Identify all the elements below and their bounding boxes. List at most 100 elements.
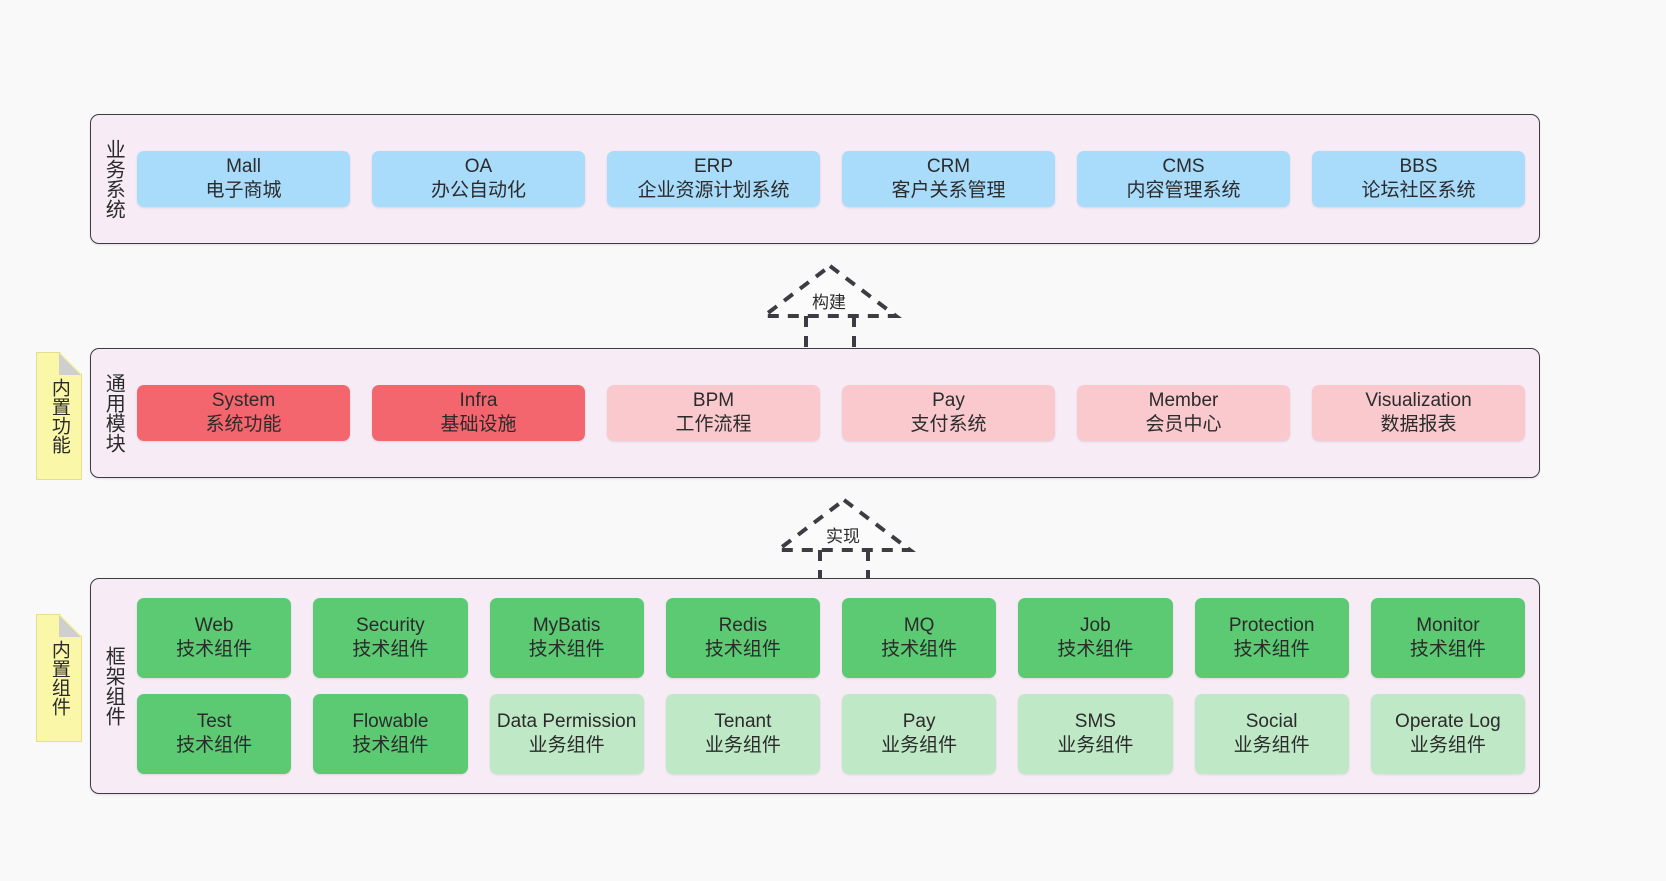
card-test[interactable]: Test 技术组件 (137, 694, 292, 774)
card-pay-business[interactable]: Pay 业务组件 (842, 694, 997, 774)
connector-implement-label: 实现 (826, 527, 860, 546)
card-protection[interactable]: Protection 技术组件 (1194, 598, 1349, 678)
card-subtitle: 客户关系管理 (891, 180, 1006, 201)
card-title: Flowable (352, 711, 429, 733)
card-title: Monitor (1416, 615, 1480, 637)
card-row: Web 技术组件 Security 技术组件 MyBatis 技术组件 Redi… (137, 598, 1525, 678)
card-subtitle: 业务组件 (704, 735, 781, 756)
card-member[interactable]: Member 会员中心 (1077, 385, 1290, 441)
card-subtitle: 内容管理系统 (1126, 180, 1241, 201)
card-subtitle: 技术组件 (352, 639, 429, 660)
layer-body-framework-component: Web 技术组件 Security 技术组件 MyBatis 技术组件 Redi… (135, 579, 1539, 793)
card-infra[interactable]: Infra 基础设施 (372, 385, 585, 441)
card-subtitle: 技术组件 (352, 735, 429, 756)
card-mq[interactable]: MQ 技术组件 (842, 598, 997, 678)
card-title: Tenant (714, 711, 772, 733)
card-system[interactable]: System 系统功能 (137, 385, 350, 441)
card-crm[interactable]: CRM 客户关系管理 (842, 151, 1055, 207)
layer-title-common-module: 通用模块 (102, 373, 125, 453)
layer-framework-component: 框架组件 Web 技术组件 Security 技术组件 MyBatis 技术组件… (90, 578, 1540, 794)
note-builtin-component: 内置组件 (36, 614, 82, 742)
card-subtitle: 技术组件 (881, 639, 958, 660)
note-label: 内置组件 (48, 640, 70, 716)
card-tenant[interactable]: Tenant 业务组件 (665, 694, 820, 774)
card-bbs[interactable]: BBS 论坛社区系统 (1312, 151, 1525, 207)
note-builtin-function: 内置功能 (36, 352, 82, 480)
card-subtitle: 业务组件 (1409, 735, 1486, 756)
card-erp[interactable]: ERP 企业资源计划系统 (607, 151, 820, 207)
card-title: Pay (902, 711, 936, 733)
card-title: System (211, 390, 276, 412)
card-title: Visualization (1365, 390, 1472, 412)
card-subtitle: 业务组件 (881, 735, 958, 756)
connector-build-label: 构建 (812, 293, 846, 312)
card-title: Pay (932, 390, 965, 412)
card-title: CMS (1162, 156, 1205, 178)
card-redis[interactable]: Redis 技术组件 (665, 598, 820, 678)
card-row: Test 技术组件 Flowable 技术组件 Data Permission … (137, 694, 1525, 774)
card-title: Protection (1228, 615, 1315, 637)
card-data-permission[interactable]: Data Permission 业务组件 (489, 694, 644, 774)
card-subtitle: 业务组件 (1233, 735, 1310, 756)
card-cms[interactable]: CMS 内容管理系统 (1077, 151, 1290, 207)
card-operate-log[interactable]: Operate Log 业务组件 (1370, 694, 1525, 774)
card-title: CRM (926, 156, 971, 178)
card-title: Security (356, 615, 425, 637)
card-pay[interactable]: Pay 支付系统 (842, 385, 1055, 441)
card-title: SMS (1074, 711, 1116, 733)
card-subtitle: 技术组件 (528, 639, 605, 660)
card-row: System 系统功能 Infra 基础设施 BPM 工作流程 Pay 支付系统… (137, 385, 1525, 441)
card-subtitle: 技术组件 (176, 735, 253, 756)
card-subtitle: 技术组件 (1233, 639, 1310, 660)
dashed-stem (804, 316, 856, 348)
card-title: Social (1245, 711, 1298, 733)
card-subtitle: 电子商城 (205, 180, 282, 201)
card-title: Mall (226, 156, 261, 178)
card-mybatis[interactable]: MyBatis 技术组件 (489, 598, 644, 678)
card-mall[interactable]: Mall 电子商城 (137, 151, 350, 207)
note-fold-corner (59, 615, 81, 637)
card-title: OA (464, 156, 493, 178)
card-title: Job (1080, 615, 1111, 637)
card-security[interactable]: Security 技术组件 (313, 598, 468, 678)
layer-body-common-module: System 系统功能 Infra 基础设施 BPM 工作流程 Pay 支付系统… (135, 349, 1539, 477)
card-subtitle: 技术组件 (1409, 639, 1486, 660)
layer-body-business-system: Mall 电子商城 OA 办公自动化 ERP 企业资源计划系统 CRM 客户关系… (135, 115, 1539, 243)
card-subtitle: 业务组件 (1057, 735, 1134, 756)
note-label: 内置功能 (48, 378, 70, 454)
layer-business-system: 业务系统 Mall 电子商城 OA 办公自动化 ERP 企业资源计划系统 CRM… (90, 114, 1540, 244)
card-subtitle: 办公自动化 (430, 180, 526, 201)
card-subtitle: 技术组件 (1057, 639, 1134, 660)
card-subtitle: 论坛社区系统 (1361, 180, 1476, 201)
card-title: Member (1148, 390, 1219, 412)
card-subtitle: 工作流程 (675, 414, 752, 435)
card-subtitle: 技术组件 (704, 639, 781, 660)
card-flowable[interactable]: Flowable 技术组件 (313, 694, 468, 774)
card-subtitle: 技术组件 (176, 639, 253, 660)
card-title: MQ (903, 615, 935, 637)
note-fold-corner (59, 353, 81, 375)
card-visualization[interactable]: Visualization 数据报表 (1312, 385, 1525, 441)
card-row: Mall 电子商城 OA 办公自动化 ERP 企业资源计划系统 CRM 客户关系… (137, 151, 1525, 207)
card-title: Infra (459, 390, 498, 412)
card-subtitle: 系统功能 (205, 414, 282, 435)
card-title: Operate Log (1395, 711, 1501, 733)
layer-title-framework-component: 框架组件 (102, 646, 125, 726)
card-title: Web (194, 615, 234, 637)
card-job[interactable]: Job 技术组件 (1018, 598, 1173, 678)
card-bpm[interactable]: BPM 工作流程 (607, 385, 820, 441)
card-oa[interactable]: OA 办公自动化 (372, 151, 585, 207)
card-subtitle: 数据报表 (1380, 414, 1457, 435)
card-subtitle: 会员中心 (1145, 414, 1222, 435)
card-subtitle: 业务组件 (528, 735, 605, 756)
card-title: Redis (718, 615, 768, 637)
card-social[interactable]: Social 业务组件 (1194, 694, 1349, 774)
layer-common-module: 通用模块 System 系统功能 Infra 基础设施 BPM 工作流程 Pay… (90, 348, 1540, 478)
card-sms[interactable]: SMS 业务组件 (1018, 694, 1173, 774)
card-title: MyBatis (532, 615, 601, 637)
card-subtitle: 基础设施 (440, 414, 517, 435)
card-title: Data Permission (496, 711, 637, 733)
card-web[interactable]: Web 技术组件 (137, 598, 292, 678)
card-monitor[interactable]: Monitor 技术组件 (1370, 598, 1525, 678)
